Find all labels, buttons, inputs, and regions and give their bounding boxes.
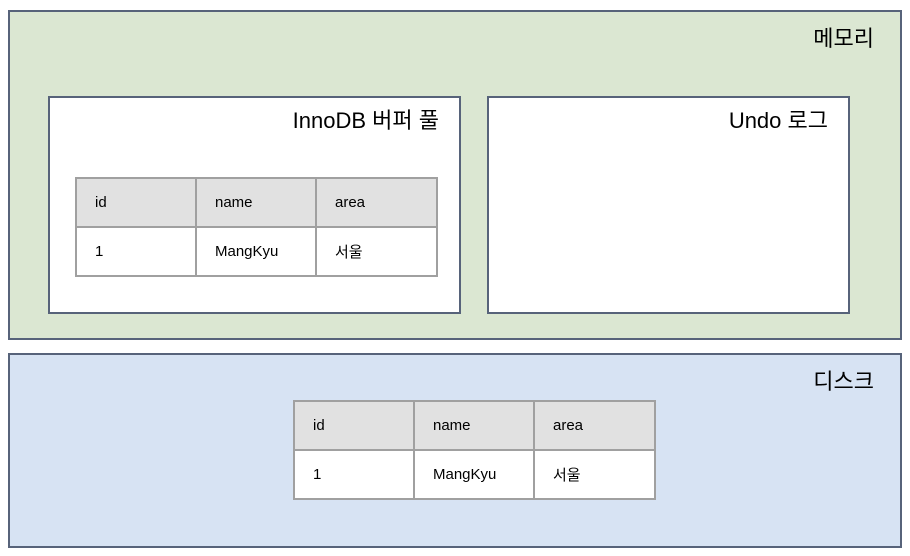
buffer-pool-table: id name area 1 MangKyu 서울 (75, 177, 438, 277)
disk-region: 디스크 id name area 1 MangKyu 서울 (8, 353, 902, 548)
cell-name: MangKyu (195, 226, 317, 277)
header-cell-id: id (293, 400, 415, 451)
cell-name: MangKyu (413, 449, 535, 500)
buffer-pool-title: InnoDB 버퍼 풀 (292, 108, 439, 133)
buffer-pool-box: InnoDB 버퍼 풀 id name area 1 MangKyu 서울 (48, 96, 461, 314)
table-row: 1 MangKyu 서울 (293, 449, 656, 500)
header-cell-name: name (195, 177, 317, 228)
header-cell-name: name (413, 400, 535, 451)
cell-id: 1 (75, 226, 197, 277)
table-header-row: id name area (293, 400, 656, 451)
table-row: 1 MangKyu 서울 (75, 226, 438, 277)
table-header-row: id name area (75, 177, 438, 228)
header-cell-id: id (75, 177, 197, 228)
header-cell-area: area (533, 400, 656, 451)
cell-area: 서울 (533, 449, 656, 500)
disk-label: 디스크 (813, 369, 874, 394)
undo-log-title: Undo 로그 (728, 108, 828, 133)
header-cell-area: area (315, 177, 438, 228)
memory-label: 메모리 (813, 26, 874, 51)
disk-table: id name area 1 MangKyu 서울 (293, 400, 656, 500)
cell-area: 서울 (315, 226, 438, 277)
undo-log-box: Undo 로그 (487, 96, 850, 314)
cell-id: 1 (293, 449, 415, 500)
memory-region: 메모리 InnoDB 버퍼 풀 id name area 1 MangKyu 서… (8, 10, 902, 340)
